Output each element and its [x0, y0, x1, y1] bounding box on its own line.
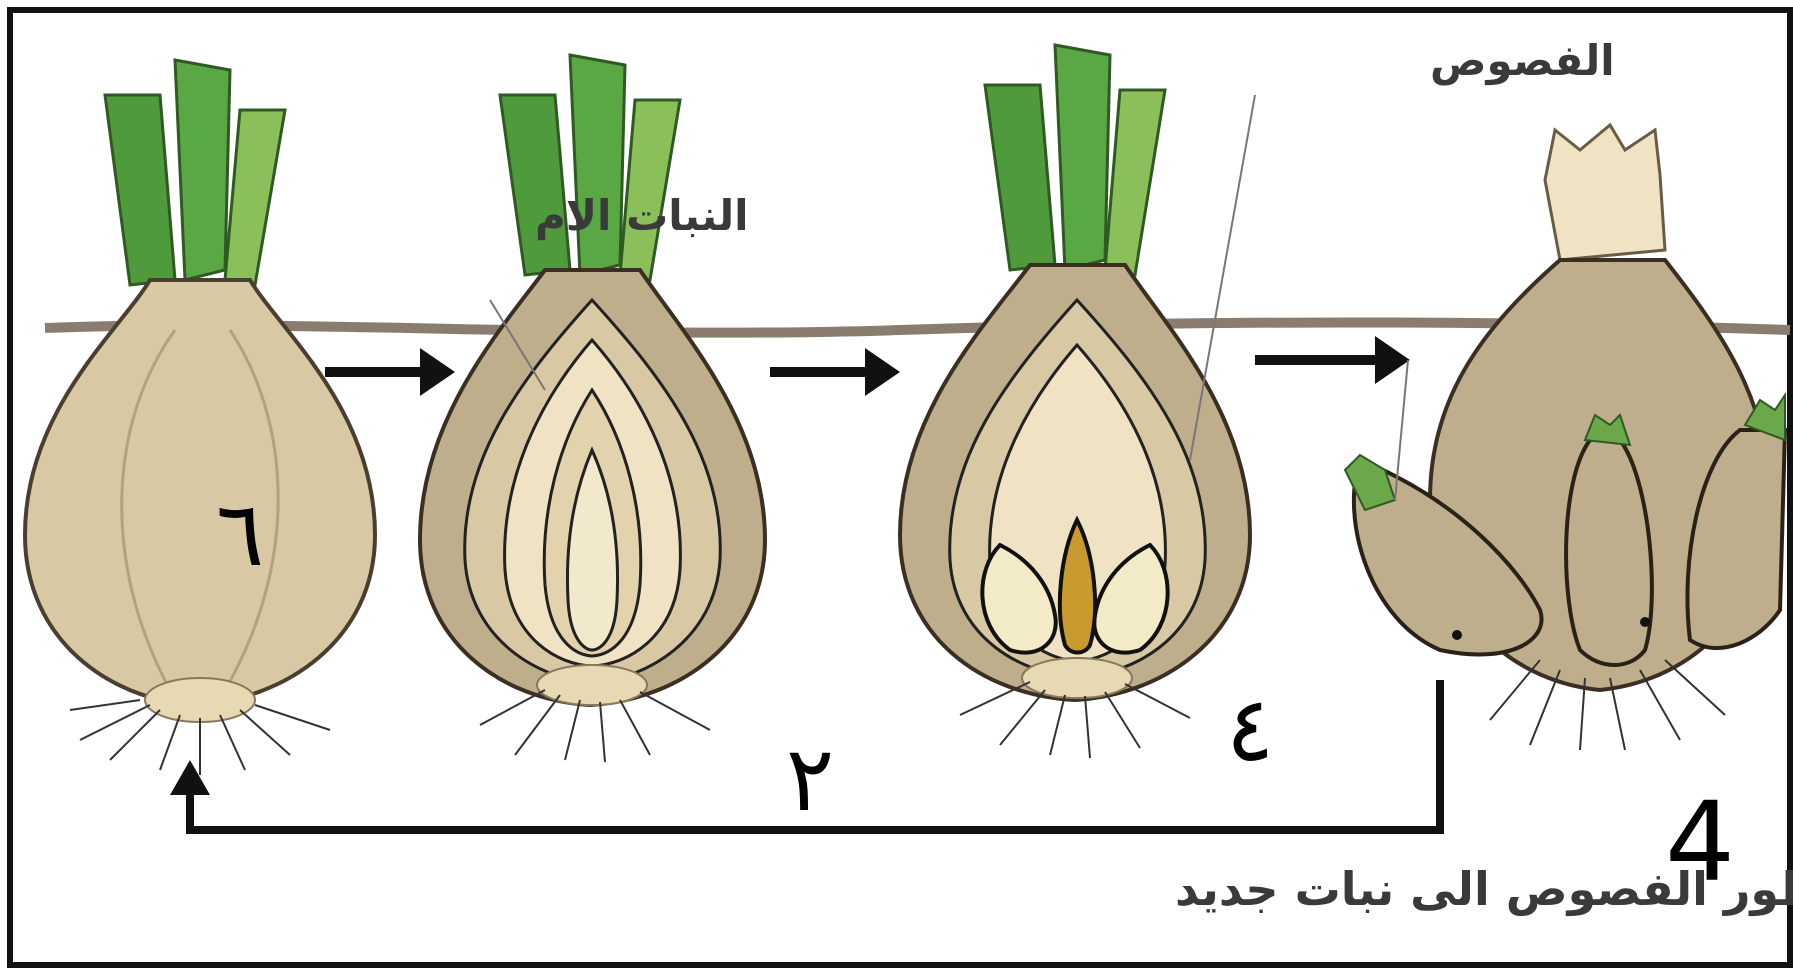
label-mother-plant: النبات الام [535, 191, 749, 241]
stage-mark-2: ٢ [786, 727, 834, 832]
stage-mark-1: ٦ [216, 482, 264, 587]
stage-mark-3: ٤ [1226, 677, 1274, 782]
stage-mark-4: 4 [1665, 778, 1735, 906]
label-bulblets: الفصوص [1430, 36, 1615, 86]
